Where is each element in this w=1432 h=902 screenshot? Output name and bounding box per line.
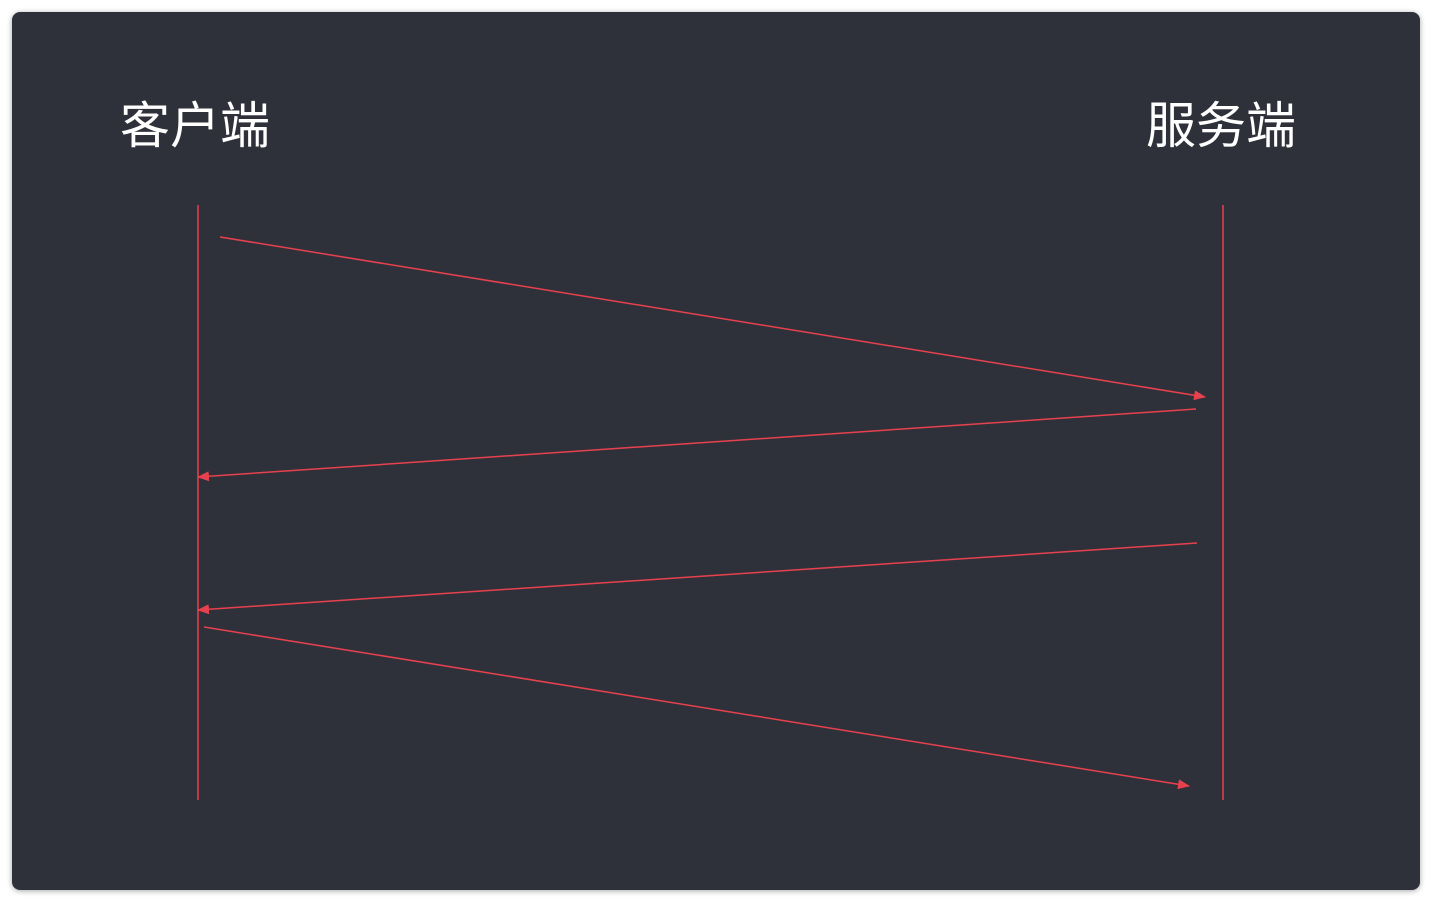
message-arrow-1	[219, 236, 1206, 401]
client-label: 客户端	[120, 97, 270, 155]
message-arrow-2	[197, 408, 1197, 482]
server-label: 服务端	[1146, 97, 1296, 155]
message-arrow-4	[203, 626, 1190, 790]
diagram-panel	[12, 12, 1420, 890]
message-arrow-3	[197, 542, 1198, 615]
